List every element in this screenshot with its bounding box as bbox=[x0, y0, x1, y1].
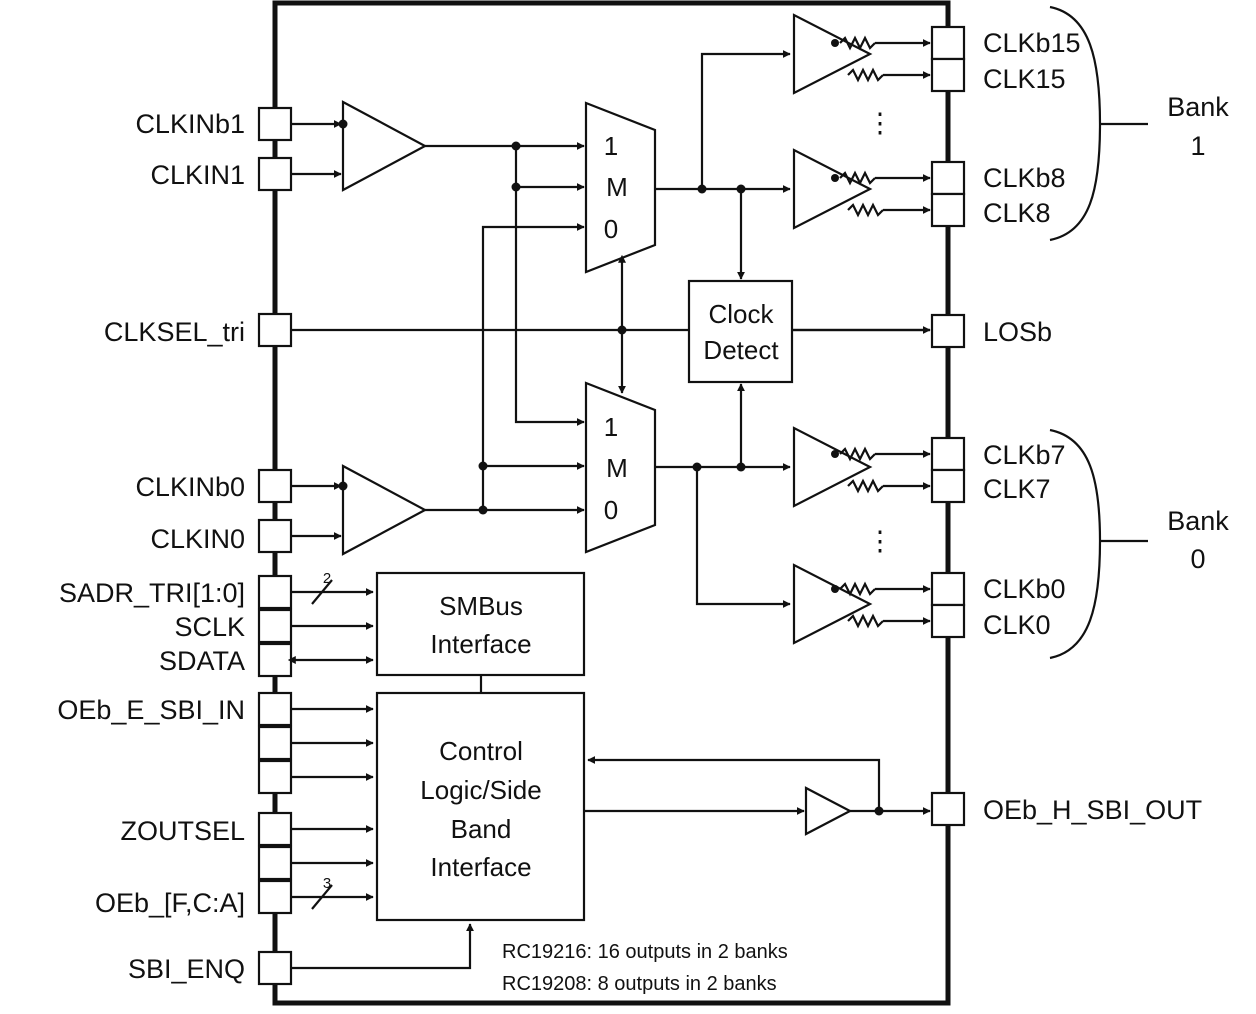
label-clkb7: CLKb7 bbox=[983, 440, 1066, 470]
bank1-label: Bank bbox=[1167, 92, 1229, 122]
label-zoutsel: ZOUTSEL bbox=[120, 816, 245, 846]
bank1-brace: Bank 1 bbox=[1049, 5, 1229, 242]
clock-detect-line1: Clock bbox=[708, 299, 774, 329]
pin-clkb15 bbox=[930, 25, 966, 61]
smbus-line2: Interface bbox=[430, 629, 531, 659]
continuation-dots-bank0: ⋮ bbox=[867, 526, 894, 556]
note-rc19208: RC19208: 8 outputs in 2 banks bbox=[502, 973, 777, 995]
control-line2: Logic/Side bbox=[420, 775, 541, 805]
pin-clk8 bbox=[930, 192, 966, 228]
pin-clkinb0 bbox=[257, 468, 293, 504]
pin-clksel-tri bbox=[257, 312, 293, 348]
label-sbi-enq: SBI_ENQ bbox=[128, 954, 245, 984]
smbus-line1: SMBus bbox=[439, 591, 523, 621]
pin-sbi-enq bbox=[257, 950, 293, 986]
mux-bottom-sel: M bbox=[606, 453, 628, 483]
label-sdata: SDATA bbox=[159, 646, 245, 676]
label-oeb-fca: OEb_[F,C:A] bbox=[95, 888, 245, 918]
pin-clkin0 bbox=[257, 518, 293, 554]
bank1-routing bbox=[655, 50, 791, 280]
pin-clk7 bbox=[930, 468, 966, 504]
bank0-routing bbox=[655, 383, 791, 608]
clksel-routing bbox=[291, 254, 930, 394]
label-clk0: CLK0 bbox=[983, 610, 1051, 640]
smbus-routing: 2 bbox=[287, 570, 483, 693]
label-clkb15: CLKb15 bbox=[983, 28, 1081, 58]
mux-top-in0: 0 bbox=[604, 214, 618, 244]
label-clkin1: CLKIN1 bbox=[150, 160, 245, 190]
output-buffer-clk15 bbox=[792, 13, 931, 95]
pin-clkin1 bbox=[257, 156, 293, 192]
pin-oe-3 bbox=[257, 759, 293, 795]
label-oeb-e-sbi-in: OEb_E_SBI_IN bbox=[57, 695, 245, 725]
sadr-bus-width: 2 bbox=[323, 570, 331, 587]
pin-losb bbox=[930, 313, 966, 349]
label-clk8: CLK8 bbox=[983, 198, 1051, 228]
mux-top: 1 M 0 bbox=[584, 101, 657, 274]
label-clksel-tri: CLKSEL_tri bbox=[104, 317, 245, 347]
pin-sclk bbox=[257, 608, 293, 644]
sbi-out-routing bbox=[584, 756, 931, 836]
label-clkinb0: CLKINb0 bbox=[135, 472, 245, 502]
pin-sadr-tri bbox=[257, 574, 293, 610]
output-buffer-clk0 bbox=[792, 563, 931, 645]
note-rc19216: RC19216: 16 outputs in 2 banks bbox=[502, 941, 788, 963]
pin-clkb0 bbox=[930, 571, 966, 607]
label-oeb-h-sbi-out: OEb_H_SBI_OUT bbox=[983, 795, 1202, 825]
label-clk7: CLK7 bbox=[983, 474, 1051, 504]
control-line1: Control bbox=[439, 736, 523, 766]
control-line4: Interface bbox=[430, 852, 531, 882]
clock-detect-line2: Detect bbox=[703, 335, 779, 365]
output-pins bbox=[930, 25, 966, 827]
label-clkb0: CLKb0 bbox=[983, 574, 1066, 604]
label-sadr-tri: SADR_TRI[1:0] bbox=[59, 578, 245, 608]
pin-clkb7 bbox=[930, 436, 966, 472]
input-labels: CLKINb1 CLKIN1 CLKSEL_tri CLKINb0 CLKIN0… bbox=[57, 109, 245, 984]
pin-clk0 bbox=[930, 603, 966, 639]
pin-zoutsel bbox=[257, 811, 293, 847]
bank0-number: 0 bbox=[1190, 544, 1205, 574]
control-logic-block: Control Logic/Side Band Interface bbox=[375, 691, 586, 922]
pin-oeb-e-sbi-in bbox=[257, 691, 293, 727]
input-buffer-1 bbox=[291, 100, 428, 192]
label-sclk: SCLK bbox=[174, 612, 245, 642]
label-clkin0: CLKIN0 bbox=[150, 524, 245, 554]
pin-oe-2 bbox=[257, 725, 293, 761]
label-clkinb1: CLKINb1 bbox=[135, 109, 245, 139]
continuation-dots-bank1: ⋮ bbox=[867, 108, 894, 138]
output-buffer-clk7 bbox=[792, 426, 931, 508]
smbus-interface-block: SMBus Interface bbox=[375, 571, 586, 677]
label-clk15: CLK15 bbox=[983, 64, 1066, 94]
pin-clkinb1 bbox=[257, 106, 293, 142]
pin-clkb8 bbox=[930, 160, 966, 196]
input-buffer-0 bbox=[291, 464, 428, 556]
pin-oeb-fca bbox=[257, 879, 293, 915]
input-pins bbox=[257, 106, 293, 986]
control-input-routing: 3 bbox=[291, 705, 474, 970]
mux-input-routing bbox=[425, 141, 585, 515]
mux-top-sel: M bbox=[606, 172, 628, 202]
pin-clk15 bbox=[930, 57, 966, 93]
pin-sdata bbox=[257, 642, 293, 678]
bank0-label: Bank bbox=[1167, 506, 1229, 536]
pin-oe-5 bbox=[257, 845, 293, 881]
label-clkb8: CLKb8 bbox=[983, 163, 1066, 193]
bank1-number: 1 bbox=[1190, 131, 1205, 161]
oeb-bus-width: 3 bbox=[323, 875, 331, 892]
pin-oeb-h-sbi-out bbox=[930, 791, 966, 827]
output-labels: CLKb15 CLK15 CLKb8 CLK8 LOSb CLKb7 CLK7 … bbox=[983, 28, 1202, 825]
output-buffers bbox=[792, 13, 931, 645]
label-losb: LOSb bbox=[983, 317, 1052, 347]
mux-top-in1: 1 bbox=[604, 131, 618, 161]
mux-bottom: 1 M 0 bbox=[584, 381, 657, 554]
clock-detect-block: Clock Detect bbox=[687, 279, 794, 384]
control-line3: Band bbox=[451, 814, 512, 844]
mux-bottom-in0: 0 bbox=[604, 495, 618, 525]
output-buffer-clk8 bbox=[792, 148, 931, 230]
mux-bottom-in1: 1 bbox=[604, 412, 618, 442]
bank0-brace: Bank 0 bbox=[1049, 428, 1229, 660]
